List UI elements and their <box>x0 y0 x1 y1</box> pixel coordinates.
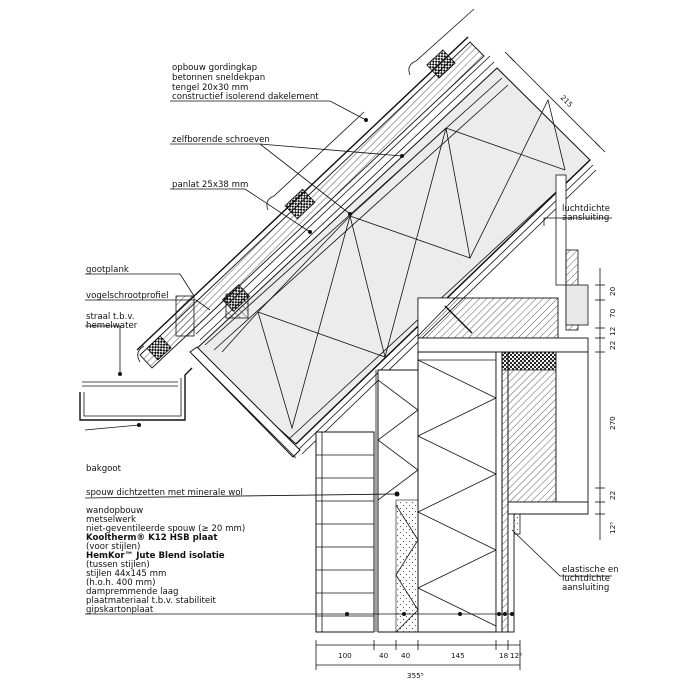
eave-labels: gootplank vogelschrootprofiel straal t.b… <box>86 265 169 474</box>
brick-masonry <box>315 431 375 633</box>
dim-145: 145 <box>451 651 465 660</box>
roof-labels: opbouw gordingkap betonnen sneldekpan te… <box>172 63 319 190</box>
inner-finish-upper <box>555 174 589 331</box>
dim-right-20: 20 <box>608 286 617 296</box>
label-panlat: panlat 25x38 mm <box>172 180 248 190</box>
label-voor-stijlen: (voor stijlen) <box>86 542 140 552</box>
label-kooltherm: Kooltherm® K12 HSB plaat <box>86 533 217 543</box>
label-tengel: tengel 20x30 mm <box>172 83 248 93</box>
dim-12: 12⁵ <box>510 651 522 660</box>
leader-lines <box>84 100 612 615</box>
dim-40b: 40 <box>401 651 411 660</box>
wall-plate <box>417 297 589 535</box>
dim-right-22a: 22 <box>608 341 617 350</box>
label-wandopbouw: wandopbouw <box>86 506 143 516</box>
label-zelfborende-schroeven: zelfborende schroeven <box>172 135 270 145</box>
label-bakgoot: bakgoot <box>86 464 122 474</box>
label-gootplank: gootplank <box>86 265 129 275</box>
gutter-profile <box>79 367 193 421</box>
label-gipskartonplaat: gipskartonplaat <box>86 605 154 615</box>
label-stijlen: stijlen 44x145 mm <box>86 569 166 579</box>
label-luchtdichte-1: luchtdichte <box>562 204 610 214</box>
dim-right-270: 270 <box>608 416 617 430</box>
dim-roof-thickness: 215 <box>559 93 575 109</box>
label-vogelschrootprofiel: vogelschrootprofiel <box>86 291 169 301</box>
label-opbouw-gordingkap: opbouw gordingkap <box>172 63 257 73</box>
dim-right-22b: 22 <box>608 491 617 500</box>
dim-18: 18 <box>499 651 509 660</box>
label-hoh: (h.o.h. 400 mm) <box>86 578 156 588</box>
label-tussen-stijlen: (tussen stijlen) <box>86 560 150 570</box>
dim-right-12b: 12⁵ <box>608 522 617 534</box>
label-luchtdichte-2: luchtdichte <box>562 574 610 584</box>
dim-total: 355⁵ <box>407 671 424 680</box>
label-dakelement: constructief isolerend dakelement <box>172 92 319 102</box>
label-straal-1: straal t.b.v. <box>86 312 134 322</box>
dim-right-70: 70 <box>608 308 617 318</box>
dim-100: 100 <box>338 651 352 660</box>
dimension-lines <box>315 51 606 670</box>
label-spouw: niet-geventileerde spouw (≥ 20 mm) <box>86 524 245 534</box>
label-betonnen-sneldekpan: betonnen sneldekpan <box>172 73 265 83</box>
label-straal-2: hemelwater <box>86 321 138 331</box>
stud-insulation <box>417 351 497 633</box>
wall-assembly <box>315 351 515 633</box>
label-plaatmateriaal: plaatmateriaal t.b.v. stabiliteit <box>86 596 217 606</box>
label-hemkor: HemKor™ Jute Blend isolatie <box>86 551 225 561</box>
dim-right-12: 12 <box>608 327 617 336</box>
label-aansluiting-2: aansluiting <box>562 583 609 593</box>
wall-labels: wandopbouw metselwerk niet-geventileerde… <box>86 506 245 615</box>
label-elastische: elastische en <box>562 565 619 575</box>
right-labels: luchtdichte aansluiting elastische en lu… <box>562 204 619 593</box>
label-spouw-dichtzetten: spouw dichtzetten met minerale wol <box>86 488 243 498</box>
label-dampremmende-laag: dampremmende laag <box>86 587 179 597</box>
dim-40a: 40 <box>379 651 389 660</box>
label-aansluiting-1: aansluiting <box>562 213 609 223</box>
roof-element <box>136 8 597 459</box>
label-metselwerk: metselwerk <box>86 515 136 525</box>
